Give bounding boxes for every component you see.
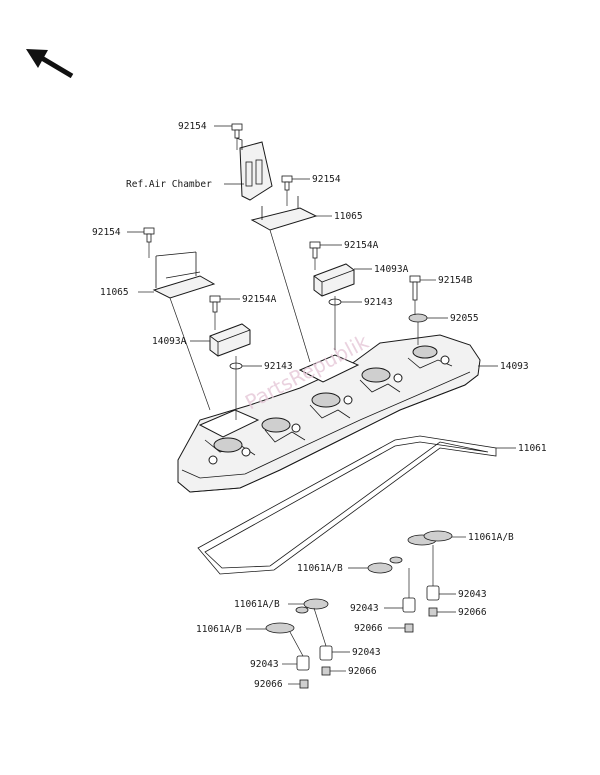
label-collar-3: 92043 — [352, 647, 381, 658]
label-gasket: 11061 — [518, 443, 547, 454]
air-chamber-part — [224, 137, 273, 201]
label-head-cover: 14093 — [500, 361, 529, 372]
part-labels: 92154 Ref.Air Chamber 92154 11065 92154 … — [92, 121, 547, 690]
label-seal-right: 92055 — [450, 313, 479, 324]
plate-left — [152, 251, 216, 299]
label-damper-2: 92066 — [354, 623, 383, 634]
label-bolt-a-right: 92154A — [344, 240, 379, 251]
assembly-lines — [148, 138, 434, 657]
label-bracket-a-right: 14093A — [374, 264, 409, 275]
bracket-left — [209, 323, 251, 357]
label-plate-left: 11065 — [100, 287, 129, 298]
label-collar-4: 92043 — [250, 659, 279, 670]
bolt-icons — [143, 123, 421, 313]
collar-icons — [296, 585, 440, 671]
label-collar-2: 92043 — [350, 603, 379, 614]
label-damper-3: 92066 — [348, 666, 377, 677]
label-damper-4: 92066 — [254, 679, 283, 690]
label-bolt-top: 92154 — [178, 121, 207, 132]
label-grommet-2: 11061A/B — [297, 563, 343, 574]
label-ref-air-chamber: Ref.Air Chamber — [126, 179, 212, 190]
label-bracket-a-left: 14093A — [152, 336, 187, 347]
label-collar-1: 92043 — [458, 589, 487, 600]
grommet-icons — [265, 530, 453, 634]
label-plate-top: 11065 — [334, 211, 363, 222]
bracket-right — [313, 263, 355, 297]
leader-lines — [127, 125, 516, 685]
label-bolt-right-top: 92154 — [312, 174, 341, 185]
label-washer-right: 92143 — [364, 297, 393, 308]
label-washer-left: 92143 — [264, 361, 293, 372]
label-damper-1: 92066 — [458, 607, 487, 618]
cylinder-head-cover — [177, 334, 481, 493]
plate-top — [250, 196, 318, 231]
label-grommet-3: 11061A/B — [234, 599, 280, 610]
damper-icons — [299, 607, 438, 689]
front-direction-arrow-icon — [26, 49, 74, 79]
label-grommet-4: 11061A/B — [196, 624, 242, 635]
label-bolt-left: 92154 — [92, 227, 121, 238]
label-grommet-1: 11061A/B — [468, 532, 514, 543]
label-bolt-a-left: 92154A — [242, 294, 277, 305]
label-bolt-b: 92154B — [438, 275, 473, 286]
head-cover-gasket — [197, 435, 497, 575]
